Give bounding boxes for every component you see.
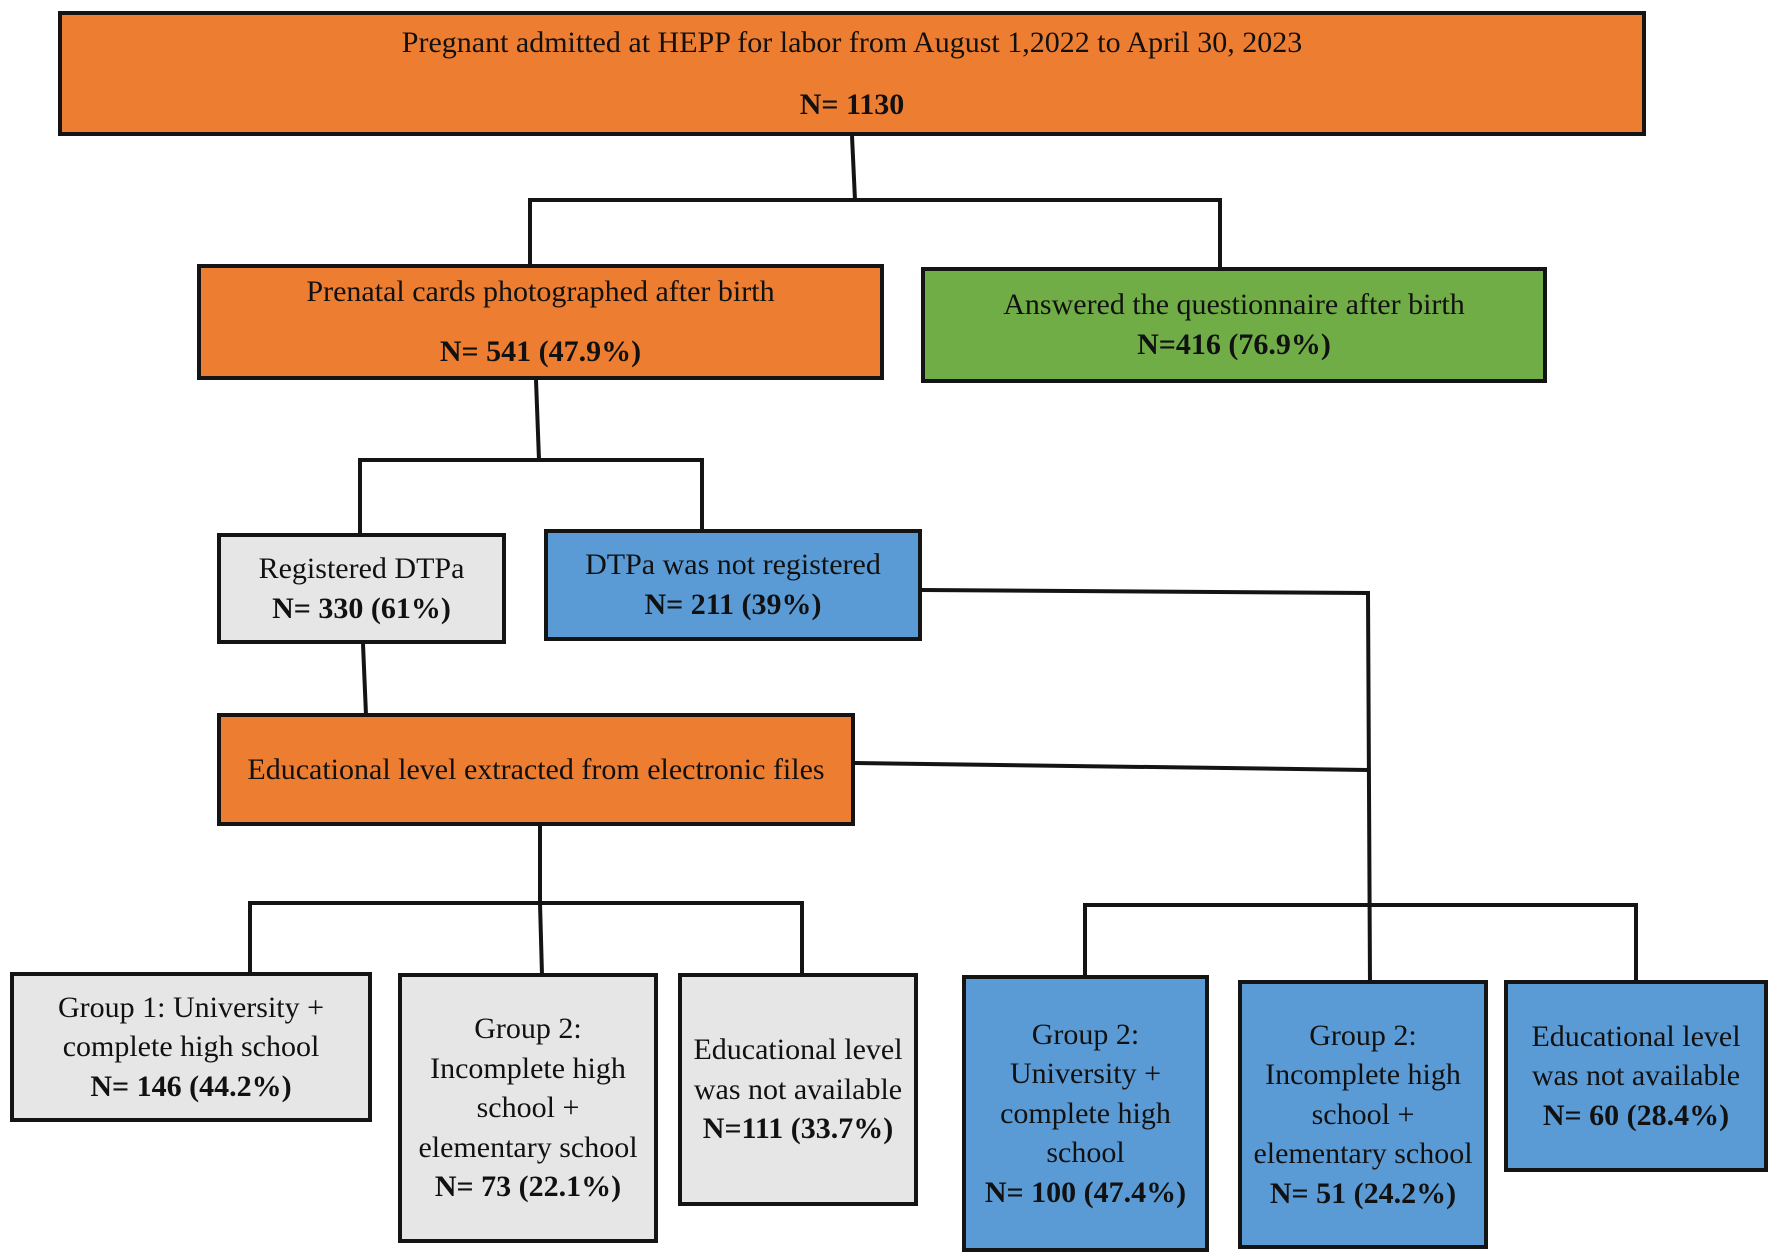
box-group2-left-label: Group 2: Incomplete high school + elemen… bbox=[418, 1012, 638, 1164]
box-na-left-count: N=111 (33.7%) bbox=[702, 1112, 894, 1146]
box-group1-left-count: N= 146 (44.2%) bbox=[90, 1069, 292, 1103]
box-photographed-count: N= 541 (47.9%) bbox=[439, 335, 642, 369]
connector-registered-educational bbox=[361, 643, 368, 716]
box-group1-left-label: Group 1: University + complete high scho… bbox=[57, 990, 325, 1064]
connector-left-groups bbox=[248, 901, 804, 975]
box-group2-left-count: N= 73 (22.1%) bbox=[434, 1170, 622, 1204]
box-registered-label: Registered DTPa bbox=[258, 551, 465, 585]
connector-notregistered-right bbox=[921, 588, 1372, 986]
box-admitted-count: N= 1130 bbox=[799, 87, 905, 121]
box-group2-left: Group 2: Incomplete high school + elemen… bbox=[398, 973, 658, 1243]
connector-photographed-split bbox=[358, 379, 542, 533]
box-na-left-label: Educational level was not available bbox=[693, 1033, 903, 1106]
box-na-right-label: Educational level was not available bbox=[1531, 1019, 1741, 1093]
box-not-registered-count: N= 211 (39%) bbox=[644, 588, 822, 621]
box-na-right: Educational level was not available N= 6… bbox=[1504, 980, 1768, 1172]
connector-educational-right bbox=[854, 761, 1369, 772]
box-questionnaire: Answered the questionnaire after birth N… bbox=[921, 267, 1547, 383]
box-group2a-right-count: N= 100 (47.4%) bbox=[984, 1175, 1187, 1209]
box-group2b-right-count: N= 51 (24.2%) bbox=[1269, 1176, 1457, 1210]
box-na-left: Educational level was not available N=11… bbox=[678, 973, 918, 1206]
connector-left-middle bbox=[538, 902, 544, 976]
box-group2b-right: Group 2: Incomplete high school + elemen… bbox=[1238, 980, 1488, 1249]
box-photographed-label: Prenatal cards photographed after birth bbox=[306, 275, 775, 308]
connector-admitted-split bbox=[528, 135, 858, 267]
box-group2a-right: Group 2: University + complete high scho… bbox=[962, 975, 1209, 1252]
box-admitted: Pregnant admitted at HEPP for labor from… bbox=[58, 11, 1646, 136]
box-group2b-right-label: Group 2: Incomplete high school + elemen… bbox=[1253, 1018, 1473, 1171]
box-photographed: Prenatal cards photographed after birth … bbox=[197, 264, 884, 380]
box-not-registered: DTPa was not registered N= 211 (39%) bbox=[544, 529, 922, 641]
box-group2a-right-label: Group 2: University + complete high scho… bbox=[1000, 1017, 1171, 1170]
box-registered-count: N= 330 (61%) bbox=[272, 591, 451, 625]
box-admitted-label: Pregnant admitted at HEPP for labor from… bbox=[401, 25, 1303, 59]
box-na-right-count: N= 60 (28.4%) bbox=[1542, 1098, 1730, 1132]
connector-admitted-questionnaire bbox=[855, 198, 1222, 268]
box-educational-label: Educational level extracted from electro… bbox=[247, 752, 825, 786]
box-questionnaire-label: Answered the questionnaire after birth bbox=[1003, 288, 1465, 322]
box-questionnaire-count: N=416 (76.9%) bbox=[1137, 328, 1331, 361]
connector-photographed-notregistered bbox=[539, 458, 704, 530]
box-not-registered-label: DTPa was not registered bbox=[585, 548, 881, 582]
box-educational: Educational level extracted from electro… bbox=[217, 713, 855, 826]
box-group1-left: Group 1: University + complete high scho… bbox=[10, 972, 372, 1122]
box-registered: Registered DTPa N= 330 (61%) bbox=[217, 533, 506, 644]
connector-right-groups bbox=[1083, 903, 1638, 980]
